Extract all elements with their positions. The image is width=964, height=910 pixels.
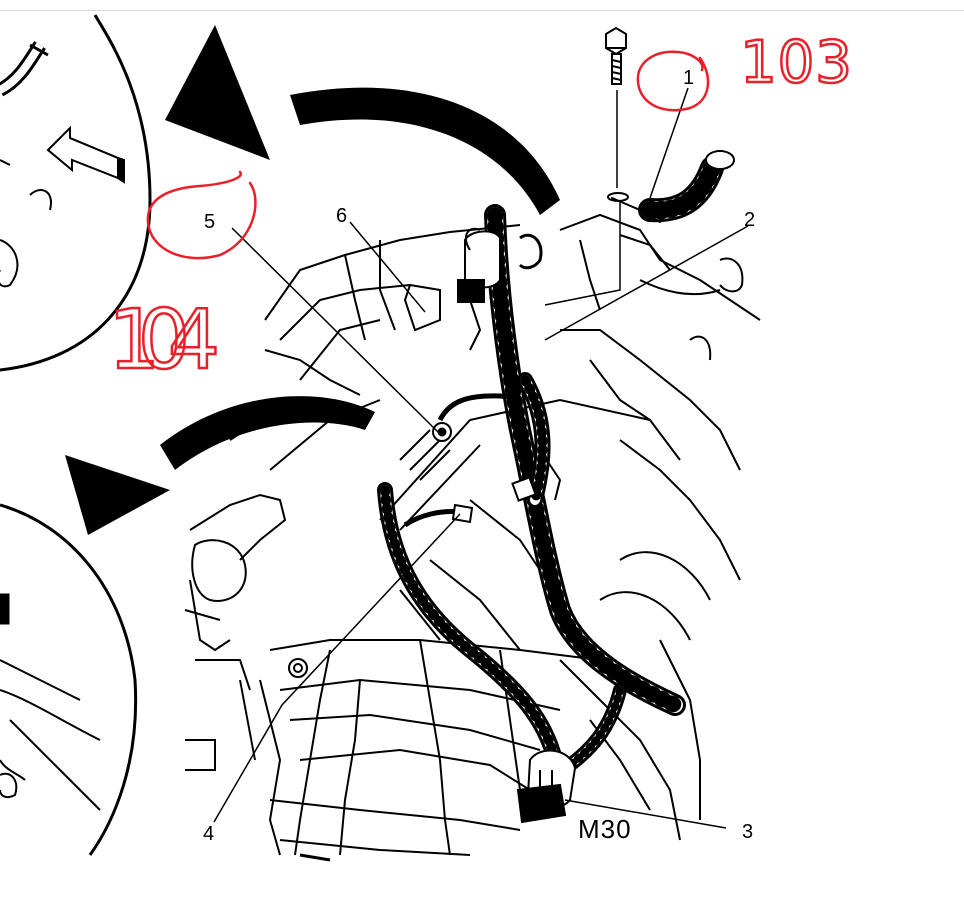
handwritten-104: 104 [108,293,220,388]
curved-arrow-bottom [65,396,375,535]
callout-4: 4 [203,823,214,845]
callout-2: 2 [744,209,755,231]
m30-stamp: M30 [578,814,632,844]
engine-housing-lineart [184,213,761,862]
leader-lines [213,87,749,829]
callout-3: 3 [742,821,753,843]
handwritten-103: 103 [740,28,852,96]
bolt-part-1 [605,26,629,202]
detail-view-top [0,14,152,372]
battery-cable [611,150,735,223]
curved-arrow-top [165,25,560,215]
callout-5: 5 [204,211,215,233]
wiring-harness-loom [377,204,686,772]
callout-1: 1 [683,67,694,89]
red-circle-callout-1 [636,50,710,112]
harness-connectors [403,227,577,824]
red-circle-callout-5 [146,170,257,260]
top-divider [0,10,964,11]
callout-6: 6 [336,205,347,227]
detail-view-bottom [0,503,138,856]
red-annotations [146,50,710,260]
